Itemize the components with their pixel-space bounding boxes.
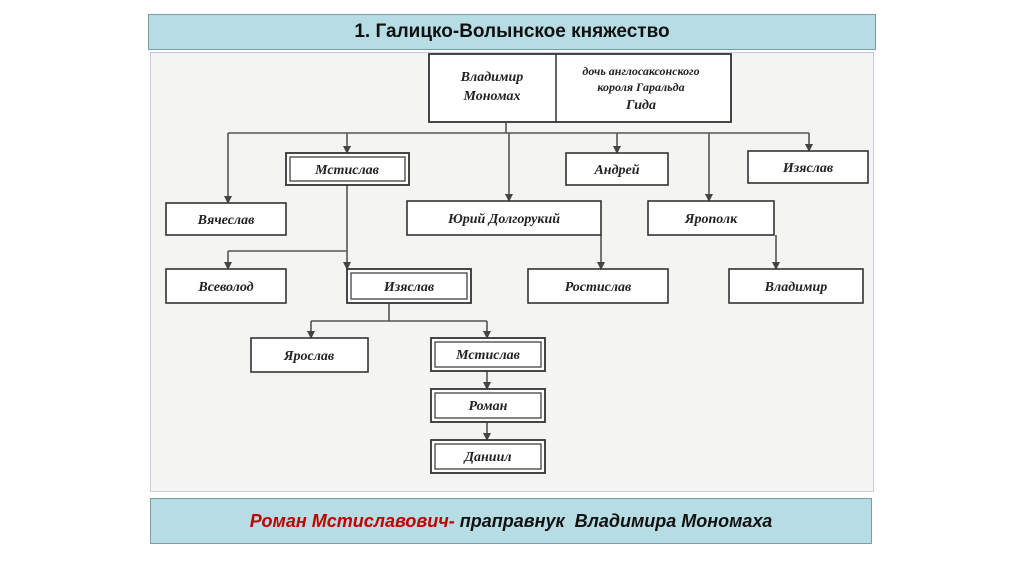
svg-text:Даниил: Даниил [462, 450, 511, 465]
node-rostislav: Ростислав [527, 268, 669, 304]
svg-text:Ярослав: Ярослав [283, 349, 335, 364]
root-wife-line3: Гида [625, 98, 656, 113]
title-bar: 1. Галицко-Волынское княжество [148, 14, 876, 50]
svg-text:Мстислав: Мстислав [455, 348, 521, 363]
genealogy-diagram: Владимир Мономах дочь англосаксонского к… [150, 52, 874, 492]
svg-text:Мстислав: Мстислав [314, 163, 380, 178]
svg-text:Изяслав: Изяслав [782, 161, 834, 176]
root-name-line2: Мономах [462, 89, 520, 104]
node-mstislav-1: Мстислав [285, 152, 410, 186]
node-andrey: Андрей [565, 152, 669, 186]
root-name-line1: Владимир [460, 70, 524, 85]
node-vyacheslav: Вячеслав [165, 202, 287, 236]
svg-text:Изяслав: Изяслав [383, 280, 435, 295]
node-yaroslav: Ярослав [250, 337, 369, 373]
node-yuri-dolgorukiy: Юрий Долгорукий [406, 200, 602, 236]
root-wife-line2: короля Гаральда [597, 80, 684, 94]
caption-red-text: Роман Мстиславович- [249, 510, 455, 531]
caption-black-text: праправнук Владимира Мономаха [454, 510, 773, 531]
node-yaropolk: Ярополк [647, 200, 775, 236]
svg-text:Вячеслав: Вячеслав [197, 213, 255, 228]
root-node-vladimir-monomakh: Владимир Мономах дочь англосаксонского к… [428, 53, 732, 123]
svg-text:Андрей: Андрей [593, 163, 639, 178]
svg-text:Роман: Роман [469, 399, 508, 414]
root-wife-line1: дочь англосаксонского [582, 64, 699, 78]
node-mstislav-2: Мстислав [430, 337, 546, 372]
caption-bar: Роман Мстиславович- праправнук Владимира… [150, 498, 872, 544]
node-vladimir: Владимир [728, 268, 864, 304]
node-izyaslav-2: Изяслав [346, 268, 472, 304]
svg-text:Юрий Долгорукий: Юрий Долгорукий [447, 212, 560, 227]
svg-text:Ростислав: Ростислав [565, 280, 632, 295]
node-izyaslav-1: Изяслав [747, 150, 869, 184]
node-vsevolod: Всеволод [165, 268, 287, 304]
svg-text:Ярополк: Ярополк [684, 212, 738, 227]
node-roman: Роман [430, 388, 546, 423]
svg-text:Владимир: Владимир [764, 280, 828, 295]
genealogy-tree: Владимир Мономах дочь англосаксонского к… [165, 53, 869, 474]
svg-text:Всеволод: Всеволод [197, 280, 253, 295]
page-title: 1. Галицко-Волынское княжество [354, 21, 670, 42]
node-daniil: Даниил [430, 439, 546, 474]
